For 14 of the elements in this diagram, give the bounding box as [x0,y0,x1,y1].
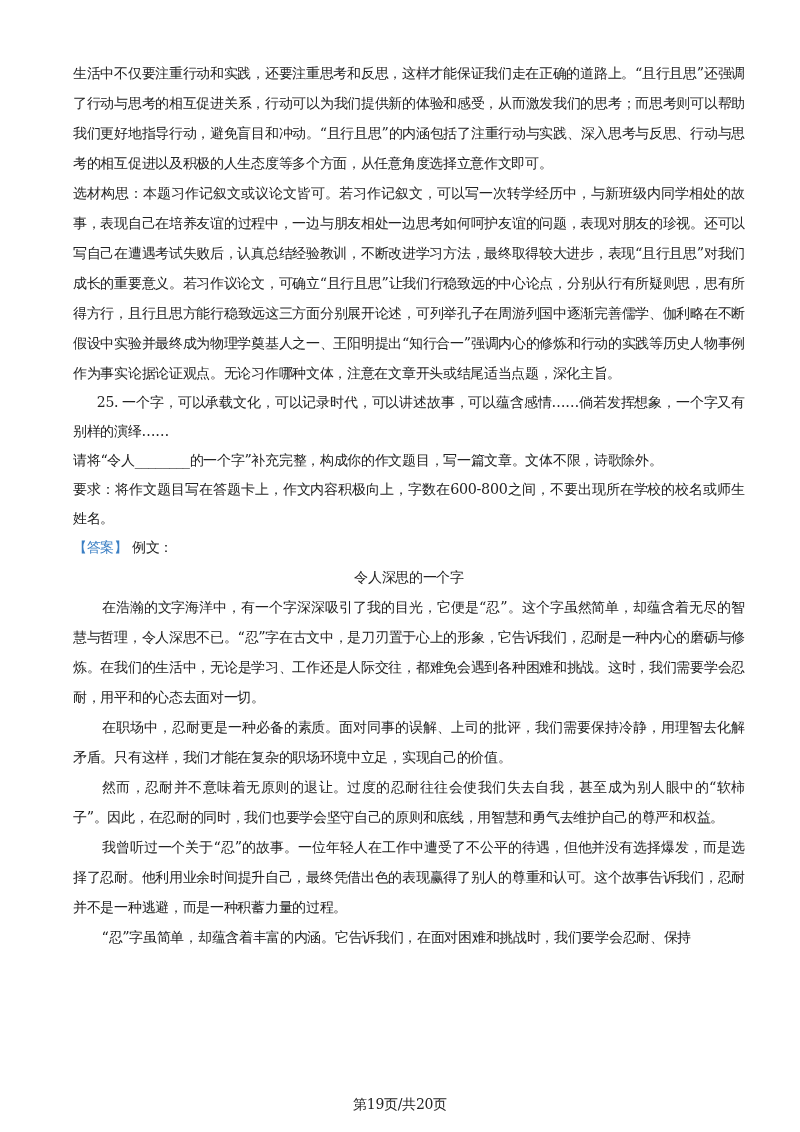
answer-tag: 【答案】 [73,533,128,562]
paragraph: 请将“令人________的一个字”补充完整，构成你的作文题目，写一篇文章。文体不限，诗歌除外。 [73,451,664,471]
paragraph: 要求：将作文题目写在答题卡上，作文内容积极向上，字数在600-800之间，不要出现所在学校的校名或师生姓名。 [73,480,745,528]
paragraph: 生活中不仅要注重行动和实践，还要注重思考和反思，这样才能保证我们走在正确的道路上。“且行且思”还强调了行动与思考的相互促进关系，行动可以为我们提供新的体验和感受，从而激发我们的思考；而思考则可以帮助我们更好地指导行动，避免盲目和冲动。“且行且思”的内涵包括了注重行动与实践、深入思考与反思、行动与思考的相互促进以及积极的人生态度等多个方面，从任意角度选择立意作文即可。 [73,64,745,173]
paragraph: 我曾听过一个关于“忍”的故事。一位年轻人在工作中遭受了不公平的待遇，但他并没有选择爆发，而是选择了忍耐。他利用业余时间提升自己，最终凭借出色的表现赢得了别人的尊重和认可。这个故事告诉我们，忍耐并不是一种逃避，而是一种积蓄力量的过程。 [73,838,745,917]
paragraph: 然而，忍耐并不意味着无原则的退让。过度的忍耐往往会使我们失去自我，甚至成为别人眼中的“软柿子”。因此，在忍耐的同时，我们也要学会坚守自己的原则和底线，用智慧和勇气去维护自己的尊严和权益。 [73,778,745,827]
essay-title: 令人深思的一个字 [354,568,464,587]
question-text: 25. 一个字，可以承载文化，可以记录时代，可以讲述故事，可以蕴含感情……倘若发挥想象，一个字又有别样的演绎…… [73,393,745,441]
paragraph: “忍”字虽简单，却蕴含着丰富的内涵。它告诉我们，在面对困难和挑战时，我们要学会忍耐、保持 [100,928,692,947]
paragraph: 在职场中，忍耐更是一种必备的素质。面对同事的误解、上司的批评，我们需要保持冷静，用理智去化解矛盾。只有这样，我们才能在复杂的职场环境中立足，实现自己的价值。 [73,718,745,767]
paragraph: 在浩瀚的文字海洋中，有一个字深深吸引了我的目光，它便是“忍”。这个字虽然简单，却蕴含着无尽的智慧与哲理，令人深思不已。“忍”字在古文中，是刀刃置于心上的形象，它告诉我们，忍耐是一种内心的磨砺与修炼。在我们的生活中，无论是学习、工作还是人际交往，都难免会遇到各种困难和挑战。这时，我们需要学会忍耐，用平和的心态去面对一切。 [73,598,745,707]
example-label: 例文： [131,538,173,557]
page-number: 第19页/共20页 [353,1095,447,1114]
paragraph: 选材构思：本题习作记叙文或议论文皆可。若习作记叙文，可以写一次转学经历中，与新班级内同学相处的故事，表现自己在培养友谊的过程中，一边与朋友相处一边思考如何呵护友谊的问题，表现对朋友的珍视。还可以写自己在遭遇考试失败后，认真总结经验教训，不断改进学习方法，最终取得较大进步，表现“且行且思”对我们成长的重要意义。若习作议论文，可确立“且行且思”让我们行稳致远的中心论点，分别从行有所疑则思，思有所得方行，且行且思方能行稳致远这三方面分别展开论述，可列举孔子在周游列国中逐渐完善儒学、伽利略在不断假设中实验并最终成为物理学奠基人之一、王阳明提出“知行合一”强调内心的修炼和行动的实践等历史人物事例作为事实论据论证观点。无论习作哪种文体，注意在文章开头或结尾适当点题，深化主旨。 [73,184,745,383]
